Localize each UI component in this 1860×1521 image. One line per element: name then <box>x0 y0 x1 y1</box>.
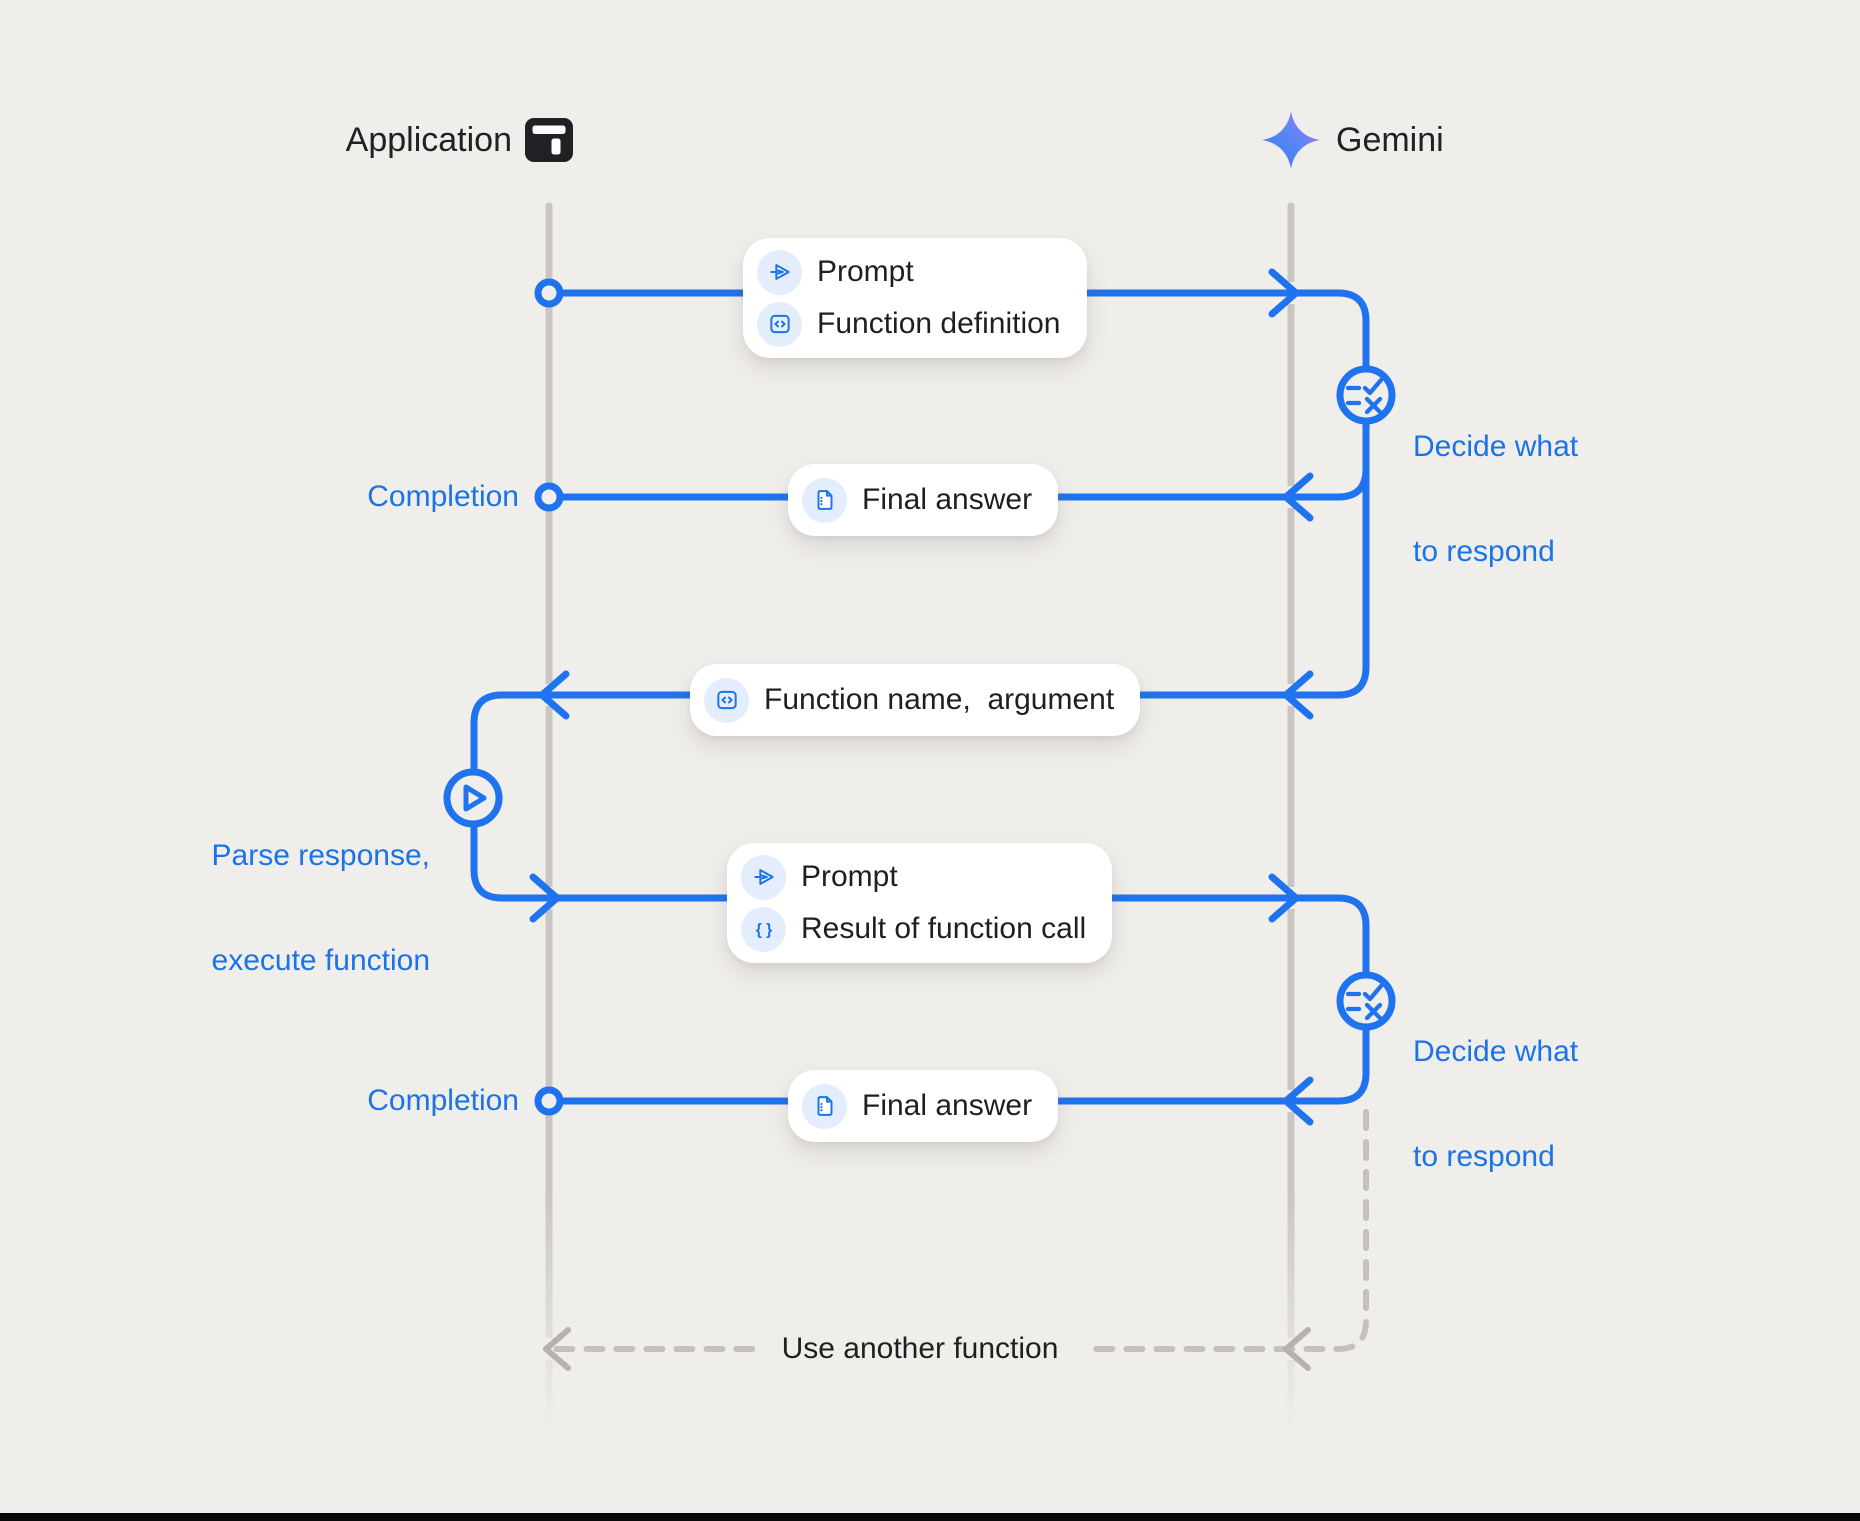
arrow-left-icon <box>1282 1076 1314 1126</box>
completion-node <box>534 482 564 512</box>
endpoint-nodes <box>534 278 564 1116</box>
bottom-bar <box>0 1513 1860 1521</box>
completion-label-1: Completion <box>367 480 519 513</box>
arrow-left-icon <box>1283 1327 1311 1371</box>
parse-label-line1: Parse response, <box>211 839 430 872</box>
play-icon <box>463 784 487 812</box>
decide-label-line2: to respond <box>1413 1140 1555 1173</box>
card-row: Prompt <box>757 246 1061 298</box>
card-label: Function definition <box>817 307 1061 340</box>
use-another-function-label: Use another function <box>755 1330 1085 1368</box>
card-label: Result of function call <box>801 912 1087 945</box>
card-row: Prompt <box>741 851 1086 903</box>
arrow-left-icon <box>538 670 570 720</box>
line-casings <box>463 282 1377 1360</box>
application-header-label: Application <box>345 121 512 159</box>
use-another-function-arrowheads <box>543 1327 1311 1371</box>
parse-badge <box>443 768 503 828</box>
app-window-icon <box>525 118 573 167</box>
prompt-function-definition-card: Prompt Function definition <box>743 238 1087 358</box>
send-icon <box>741 854 786 900</box>
card-row: Final answer <box>802 1080 1032 1132</box>
card-label: Function name, argument <box>764 683 1115 716</box>
completion-node <box>534 1086 564 1116</box>
decide-badge-1 <box>1336 365 1396 425</box>
completion-label-2: Completion <box>367 1084 519 1117</box>
gemini-star-icon <box>1262 111 1320 174</box>
decide-label-line2: to respond <box>1413 535 1555 568</box>
card-label: Prompt <box>817 255 914 288</box>
gemini-header-label: Gemini <box>1336 121 1444 159</box>
card-row: Function definition <box>757 298 1061 350</box>
parse-label-line2: execute function <box>211 944 430 977</box>
decide-label-1: Decide what to respond <box>1413 359 1578 639</box>
card-label: Final answer <box>862 1089 1033 1122</box>
svg-text:{ }: { } <box>755 922 772 939</box>
decision-list-icon <box>1345 983 1384 1021</box>
function-name-argument-card: Function name, argument <box>690 664 1141 736</box>
card-label: Final answer <box>862 483 1033 516</box>
arrow-left-icon <box>1282 670 1314 720</box>
arrow-right-icon <box>529 873 561 923</box>
final-answer-card-1: Final answer <box>788 464 1059 536</box>
arrow-right-icon <box>1268 873 1300 923</box>
card-row: Final answer <box>802 474 1032 526</box>
parse-label: Parse response, execute function <box>130 768 430 1048</box>
code-brackets-icon <box>757 301 802 347</box>
flow-arrowheads <box>529 268 1314 1126</box>
send-icon <box>757 249 802 295</box>
use-another-function-path <box>553 1109 1369 1352</box>
code-brackets-icon <box>704 677 749 723</box>
document-icon <box>802 1083 847 1129</box>
final-answer-card-2: Final answer <box>788 1070 1059 1142</box>
decide-label-line1: Decide what <box>1413 430 1579 463</box>
decide-label-2: Decide what to respond <box>1413 964 1578 1244</box>
card-row: Function name, argument <box>704 674 1114 726</box>
decision-list-icon <box>1345 377 1384 415</box>
decide-badge-2 <box>1336 971 1396 1031</box>
arrow-right-icon <box>1268 268 1300 318</box>
arrow-left-icon <box>1282 472 1314 522</box>
arrow-left-icon <box>543 1327 571 1371</box>
braces-icon: { } <box>741 906 786 952</box>
document-icon <box>802 477 847 523</box>
prompt-result-card: Prompt { } Result of function call <box>727 843 1113 963</box>
card-label: Prompt <box>801 860 898 893</box>
message-start-node <box>534 278 564 308</box>
card-row: { } Result of function call <box>741 903 1086 955</box>
decide-label-line1: Decide what <box>1413 1035 1579 1068</box>
